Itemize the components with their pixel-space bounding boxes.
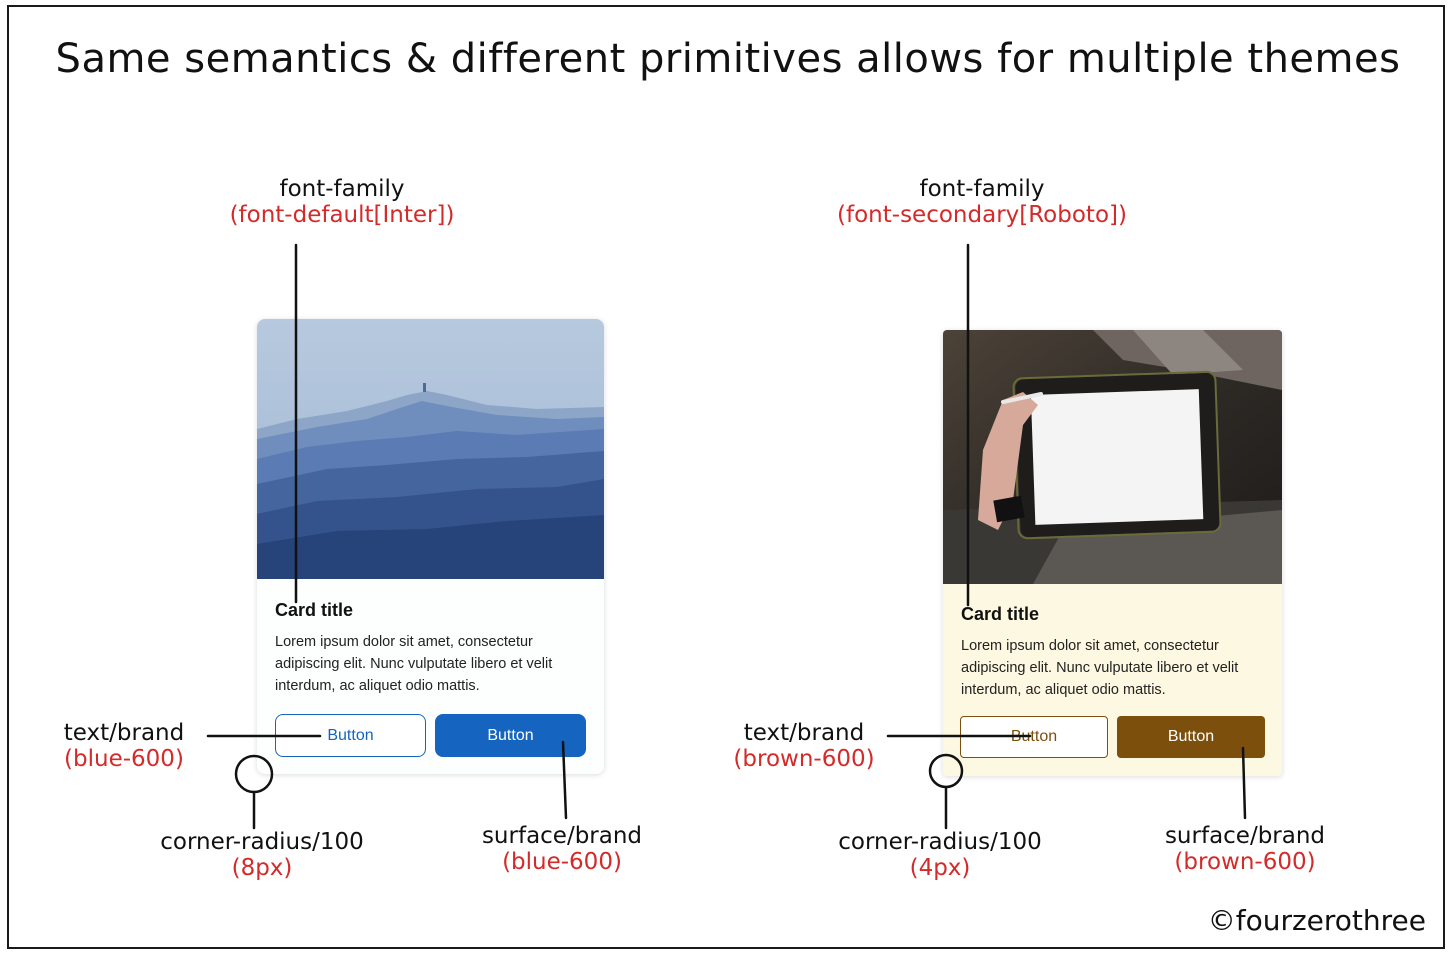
surface-brand-label: surface/brand [481,823,643,849]
corner-radius-annotation: corner-radius/100 (8px) [160,829,364,881]
text-brand-token: (brown-600) [733,746,875,772]
text-brand-label: text/brand [743,720,865,746]
font-family-label: font-family [279,176,405,202]
surface-brand-annotation: surface/brand (brown-600) [1165,823,1325,875]
surface-brand-annotation: surface/brand (blue-600) [482,823,642,875]
text-brand-annotation: text/brand (blue-600) [64,720,184,772]
corner-radius-annotation: corner-radius/100 (4px) [838,829,1042,881]
card-blue-theme: Card title Lorem ipsum dolor sit amet, c… [257,319,604,774]
font-family-token: (font-secondary[Roboto]) [837,202,1127,228]
card-description: Lorem ipsum dolor sit amet, consectetur … [961,638,1239,698]
filled-button[interactable]: Button [435,714,586,757]
mountain-image [257,319,604,579]
text-brand-token: (blue-600) [64,746,184,772]
card-title: Card title [961,604,1040,624]
outline-button[interactable]: Button [275,714,426,757]
font-family-annotation: font-family (font-default[Inter]) [230,176,455,228]
surface-brand-label: surface/brand [1164,823,1326,849]
font-family-label: font-family [919,176,1045,202]
font-family-token: (font-default[Inter]) [229,202,455,228]
text-brand-annotation: text/brand (brown-600) [733,720,874,772]
card-description: Lorem ipsum dolor sit amet, consectetur … [275,634,553,694]
corner-radius-token: (8px) [231,855,293,881]
tablet-photo [943,330,1282,584]
text-brand-label: text/brand [63,720,185,746]
outline-button[interactable]: Button [960,716,1108,758]
corner-radius-label: corner-radius/100 [160,829,364,855]
corner-radius-token: (4px) [909,855,971,881]
card-brown-theme: Card title Lorem ipsum dolor sit amet, c… [943,330,1282,776]
filled-button[interactable]: Button [1117,716,1265,758]
surface-brand-token: (blue-600) [502,849,622,875]
font-family-annotation: font-family (font-secondary[Roboto]) [837,176,1127,228]
card-title: Card title [275,600,354,620]
author-credit: ©fourzerothree [1207,904,1426,937]
surface-brand-token: (brown-600) [1174,849,1316,875]
diagram-title: Same semantics & different primitives al… [55,36,1401,82]
corner-radius-label: corner-radius/100 [838,829,1042,855]
diagram-frame [7,5,1445,949]
